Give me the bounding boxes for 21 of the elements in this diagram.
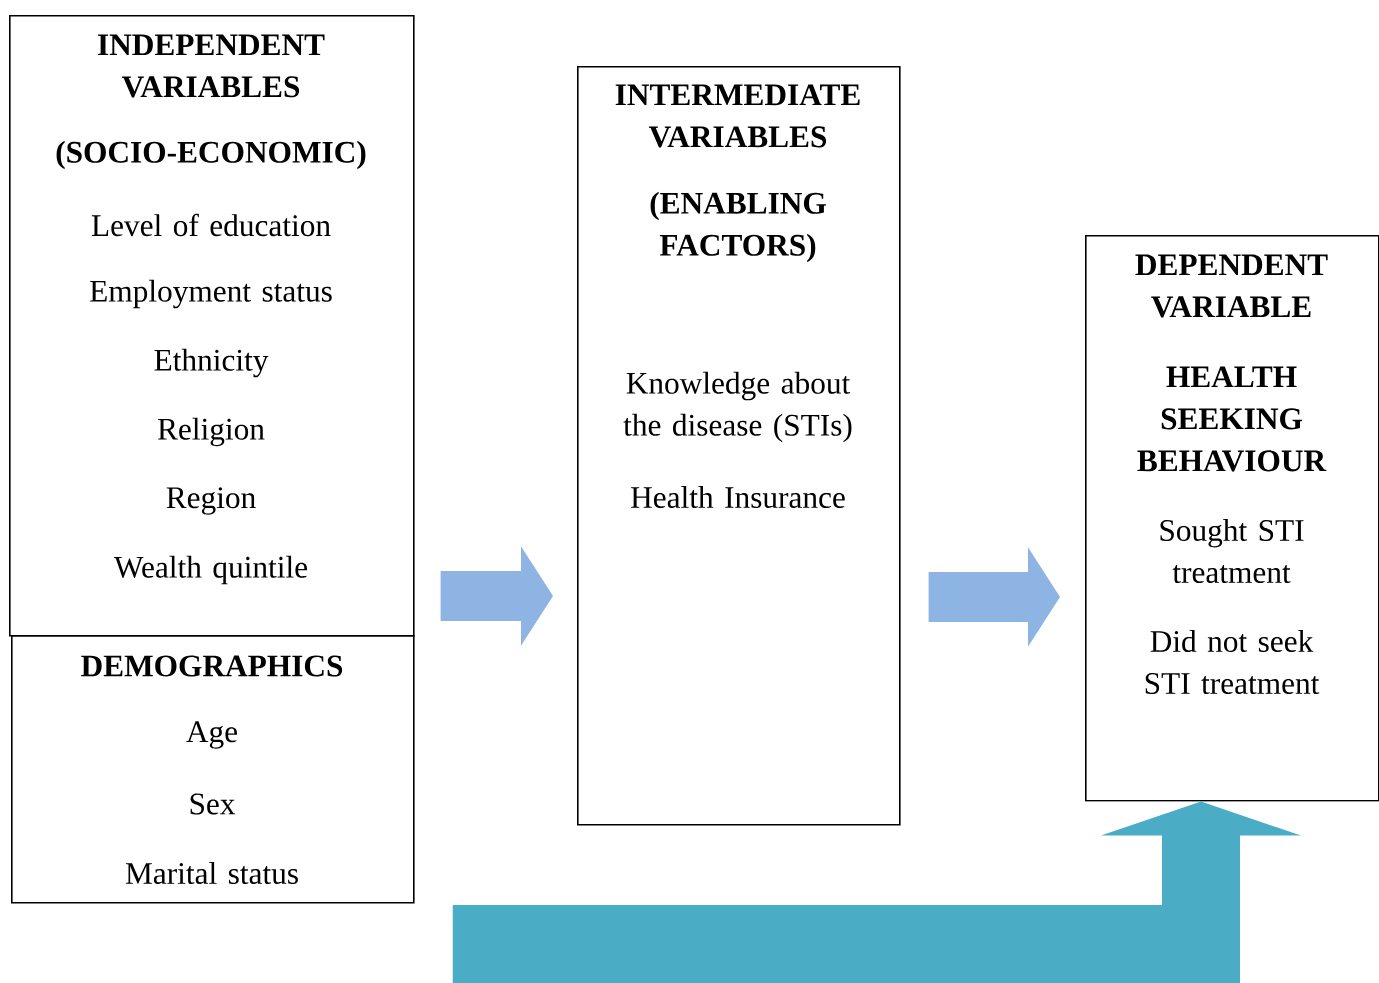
heading: INDEPENDENT VARIABLES xyxy=(98,34,325,98)
heading: DEPENDENT VARIABLE xyxy=(1135,254,1328,318)
variable-label: Sex xyxy=(190,793,236,815)
variable-label: Sought STI treatment xyxy=(1160,519,1304,584)
heading: (ENABLING FACTORS) xyxy=(650,191,826,263)
variable-label: Did not seek STI treatment xyxy=(1145,630,1320,695)
variable-label: Wealth quintile xyxy=(113,555,307,585)
heading: DEMOGRAPHICS xyxy=(81,655,343,677)
variable-label: Religion xyxy=(157,417,265,447)
variable-label: Ethnicity xyxy=(154,348,269,378)
variable-label: Marital status xyxy=(125,862,298,885)
heading: INTERMEDIATE VARIABLES xyxy=(615,84,860,148)
variable-label: Health Insurance xyxy=(631,486,845,509)
variable-label: Level of education xyxy=(91,213,331,237)
heading: HEALTH SEEKING BEHAVIOUR xyxy=(1137,366,1327,472)
variable-label: Age xyxy=(186,721,237,749)
variable-label: Region xyxy=(166,487,256,515)
variable-label: Employment status xyxy=(90,279,332,309)
heading: (SOCIO-ECONOMIC) xyxy=(56,140,366,170)
block-arrow xyxy=(452,801,1301,983)
variable-label: Knowledge about the disease (STIs) xyxy=(623,371,852,443)
